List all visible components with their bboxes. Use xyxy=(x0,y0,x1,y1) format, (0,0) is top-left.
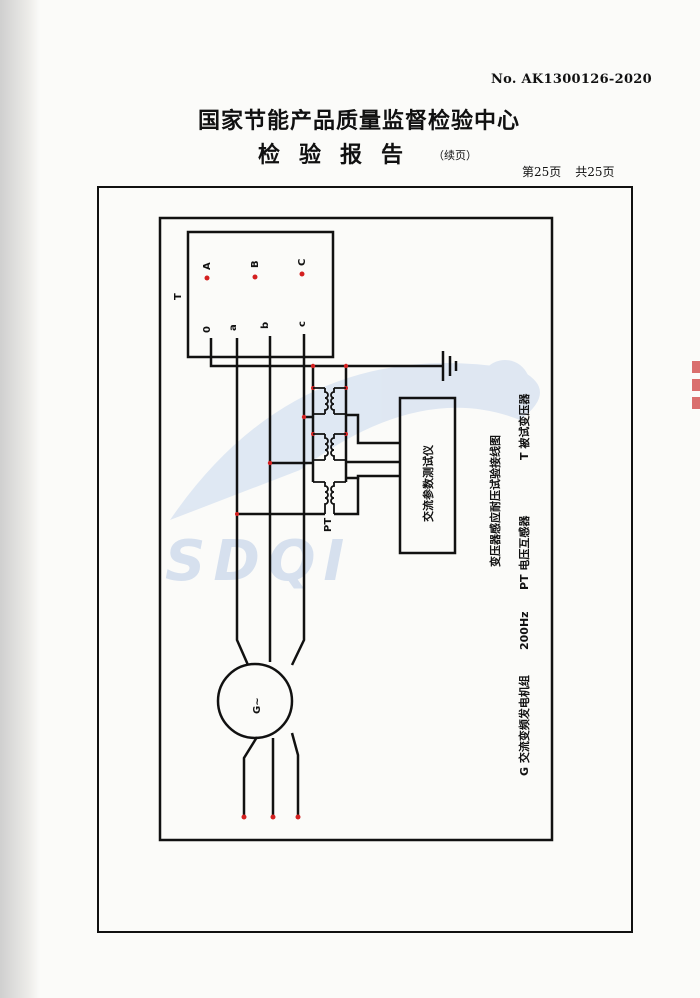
page-edge-marks xyxy=(690,355,700,445)
diagram-frame xyxy=(158,216,554,842)
hv-terminals: A B C xyxy=(202,259,308,281)
pt-label: PT xyxy=(323,518,334,532)
legend-g: G 交流变频发电机组 xyxy=(517,675,531,776)
terminal-b: b xyxy=(260,322,271,329)
terminal-A: A xyxy=(202,262,213,270)
terminal-a: a xyxy=(228,324,239,331)
wires xyxy=(209,334,458,666)
diagram-title: 变压器感应耐压试验接线图 xyxy=(488,435,502,567)
terminal-c: c xyxy=(297,321,308,327)
pt-transformers xyxy=(313,387,346,514)
instrument-label: 交流参数测试仪 xyxy=(421,444,435,522)
report-title: 检验报告 xyxy=(258,143,423,168)
instrument-box xyxy=(398,396,457,555)
page-info: 第25页共25页 xyxy=(522,163,629,180)
generator-label: G~ xyxy=(252,697,263,714)
transformer-label: T xyxy=(173,293,184,300)
terminal-B: B xyxy=(250,260,261,268)
book-spine-shadow xyxy=(0,0,40,998)
legend-t: T 被试变压器 xyxy=(517,393,531,460)
legend-pt: PT 电压互感器 xyxy=(517,515,531,590)
page-current: 第25页 xyxy=(522,165,562,179)
terminal-C: C xyxy=(297,259,308,266)
transformer-box xyxy=(186,230,335,359)
outer-frame xyxy=(97,186,633,933)
watermark-logo: SDQI xyxy=(165,360,540,594)
generator-leads xyxy=(241,732,301,820)
organization-title: 国家节能产品质量监督检验中心 xyxy=(198,109,521,134)
page-total: 共25页 xyxy=(575,165,615,179)
continued-label: （续页） xyxy=(433,149,477,162)
watermark-text: SDQI xyxy=(165,529,352,594)
report-number: No. AK1300126-2020 xyxy=(490,72,652,87)
lv-terminals: 0 a b c xyxy=(202,321,308,333)
legend-frequency: 200Hz xyxy=(518,611,531,650)
terminal-0: 0 xyxy=(202,326,213,333)
